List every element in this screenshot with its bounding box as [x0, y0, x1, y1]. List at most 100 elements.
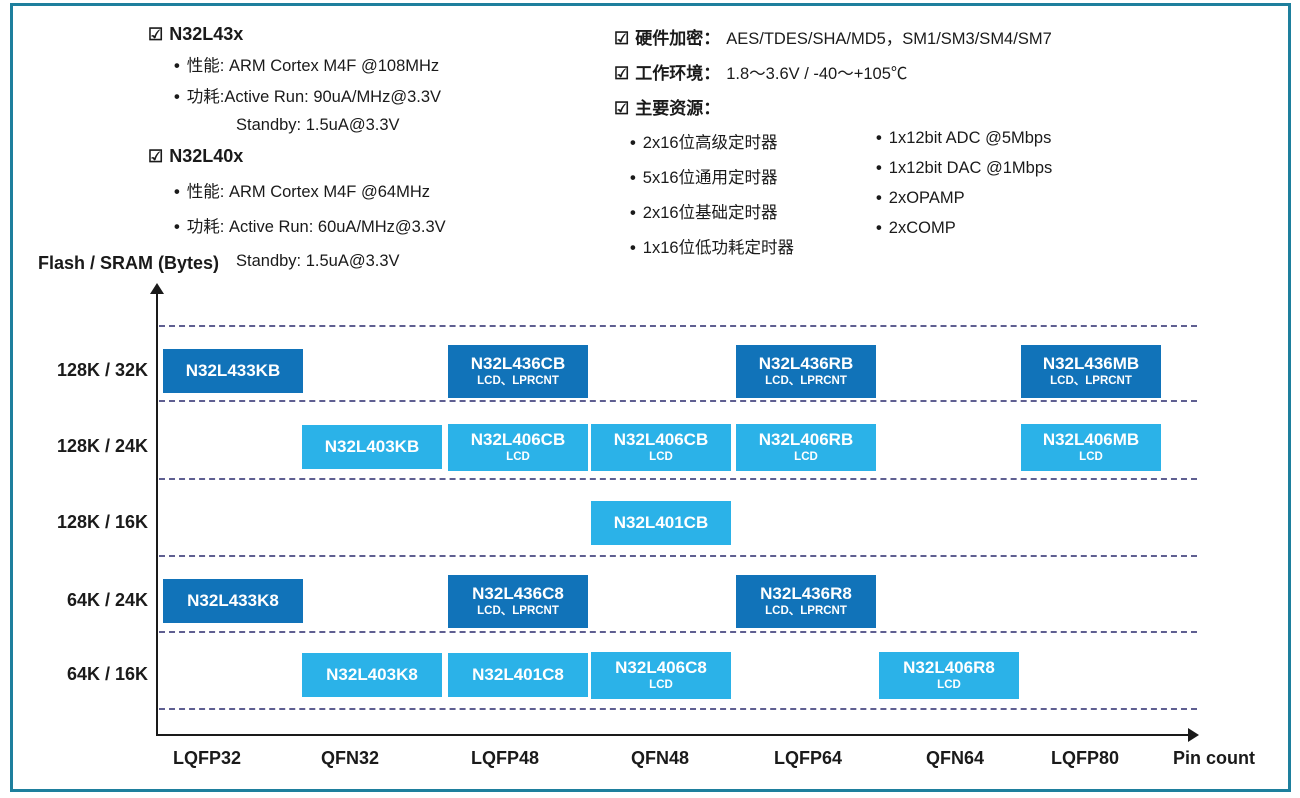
spec-line: •功耗:Active Run: 90uA/MHz@3.3V — [174, 83, 618, 107]
resource-text: 1x12bit ADC @5Mbps — [888, 129, 1052, 147]
resource-text: 2xCOMP — [888, 219, 956, 237]
chip-features: LCD — [649, 679, 673, 692]
y-axis-tick-label: 64K / 24K — [66, 590, 148, 610]
resource-text: 5x16位通用定时器 — [642, 169, 778, 187]
feature-label: 主要资源： — [635, 99, 721, 118]
info-panel-right: ☑ 硬件加密： AES/TDES/SHA/MD5，SM1/SM3/SM4/SM7… — [614, 24, 1214, 269]
chip-part-number: N32L436R8 — [760, 584, 852, 604]
checked-checkbox-icon: ☑ — [614, 64, 630, 83]
x-axis-line — [156, 734, 1190, 736]
chip-part-number: N32L401CB — [613, 513, 709, 533]
product-group-n32l40x: ☑ N32L40x •性能: ARM Cortex M4F @64MHz •功耗… — [148, 146, 618, 271]
resource-item: • 1x12bit ADC @5Mbps — [876, 129, 1214, 148]
chip-N32L433K8: N32L433K8 — [163, 579, 303, 623]
resource-item: • 5x16位通用定时器 — [630, 164, 876, 188]
bullet-icon: • — [876, 189, 882, 207]
checked-checkbox-icon: ☑ — [614, 29, 630, 48]
y-axis-tick-label: 128K / 16K — [56, 512, 148, 532]
chip-part-number: N32L433K8 — [187, 591, 279, 611]
resource-item: • 2xOPAMP — [876, 189, 1214, 208]
resource-text: 1x16位低功耗定时器 — [642, 239, 795, 257]
x-axis-arrow-icon — [1188, 728, 1199, 742]
chip-part-number: N32L406RB — [758, 430, 854, 450]
x-axis-tick-label: LQFP32 — [172, 748, 242, 768]
resource-item: •2x16位基础定时器 — [630, 199, 876, 223]
x-axis-tick-label: LQFP80 — [1050, 748, 1120, 768]
resource-text: 1x12bit DAC @1Mbps — [888, 159, 1053, 177]
spec-text: 功耗: Active Run: 60uA/MHz@3.3V — [186, 218, 446, 236]
x-axis-tick-label: QFN32 — [320, 748, 380, 768]
x-axis-tick-label: QFN48 — [630, 748, 690, 768]
resources-column-analog: • 1x12bit ADC @5Mbps • 1x12bit DAC @1Mbps • 2… — [876, 129, 1214, 269]
row-separator-line — [159, 631, 1197, 633]
x-axis-tick-label: QFN64 — [925, 748, 985, 768]
row-separator-line — [159, 400, 1197, 402]
feature-line-environment: ☑ 工作环境： 1.8～3.6V / -40～+105℃ — [614, 59, 1214, 84]
chip-part-number: N32L406MB — [1042, 430, 1140, 450]
feature-line-resources: ☑ 主要资源： — [614, 94, 1214, 119]
spec-line: • 性能: ARM Cortex M4F @108MHz — [174, 52, 618, 76]
feature-label: 工作环境： — [635, 64, 721, 83]
bullet-icon: • — [876, 159, 882, 177]
spec-text: 功耗:Active Run: 90uA/MHz@3.3V — [186, 88, 442, 106]
checked-checkbox-icon: ☑ — [148, 24, 164, 44]
chip-part-number: N32L403KB — [324, 437, 420, 457]
y-axis-title: Flash / SRAM (Bytes) — [38, 253, 220, 273]
resource-text: 2xOPAMP — [888, 189, 965, 207]
chip-part-number: N32L406C8 — [615, 658, 707, 678]
chip-part-number: N32L403K8 — [326, 665, 418, 685]
chip-N32L401CB: N32L401CB — [591, 501, 731, 545]
spec-standby-text: Standby: 1.5uA@3.3V — [236, 252, 400, 270]
bullet-icon: • — [876, 129, 882, 147]
resources-column-timers: • 2x16位高级定时器 • 5x16位通用定时器 •2x16位基础定时器 • 1x16位低… — [630, 129, 876, 269]
bullet-icon: • — [174, 218, 180, 236]
bullet-icon: • — [174, 183, 180, 201]
product-family-name: N32L40x — [169, 146, 244, 166]
product-group-title: ☑ N32L43x — [148, 24, 618, 45]
chip-features: LCD — [506, 451, 530, 464]
chip-part-number: N32L436MB — [1042, 354, 1140, 374]
x-axis-tick-label: LQFP48 — [470, 748, 540, 768]
row-separator-line — [159, 555, 1197, 557]
feature-value: 1.8～3.6V / -40～+105℃ — [726, 65, 908, 83]
chip-N32L403K8: N32L403K8 — [302, 653, 442, 697]
bullet-icon: • — [630, 134, 636, 152]
chip-features: LCD — [649, 451, 673, 464]
chip-N32L433KB: N32L433KB — [163, 349, 303, 393]
resource-text: 2x16位高级定时器 — [642, 134, 778, 152]
y-axis-line — [156, 293, 158, 736]
x-axis-tick-label: LQFP64 — [773, 748, 843, 768]
chip-features: LCD、LPRCNT — [765, 605, 847, 618]
chip-part-number: N32L436CB — [470, 354, 566, 374]
spec-text: 性能: ARM Cortex M4F @108MHz — [186, 57, 440, 75]
resource-text: 2x16位基础定时器 — [642, 204, 778, 222]
row-separator-line — [159, 708, 1197, 710]
feature-label: 硬件加密： — [635, 29, 721, 48]
resource-item: • 1x12bit DAC @1Mbps — [876, 159, 1214, 178]
bullet-icon: • — [630, 169, 636, 187]
resource-item: • 2xCOMP — [876, 219, 1214, 238]
chip-part-number: N32L401C8 — [472, 665, 564, 685]
product-family-name: N32L43x — [169, 24, 244, 44]
row-separator-line — [159, 478, 1197, 480]
bullet-icon: • — [630, 239, 636, 257]
chip-N32L403KB: N32L403KB — [302, 425, 442, 469]
spec-line: •性能: ARM Cortex M4F @64MHz — [174, 178, 618, 202]
chip-part-number: N32L433KB — [185, 361, 281, 381]
y-axis-tick-label: 64K / 16K — [66, 664, 148, 684]
resources-list: •2x16位高级定时器•5x16位通用定时器•2x16位基础定时器•1x16位低… — [630, 129, 1214, 269]
bullet-icon: • — [876, 219, 882, 237]
bullet-icon: • — [174, 57, 180, 75]
y-axis-tick-label: 128K / 32K — [56, 360, 148, 380]
